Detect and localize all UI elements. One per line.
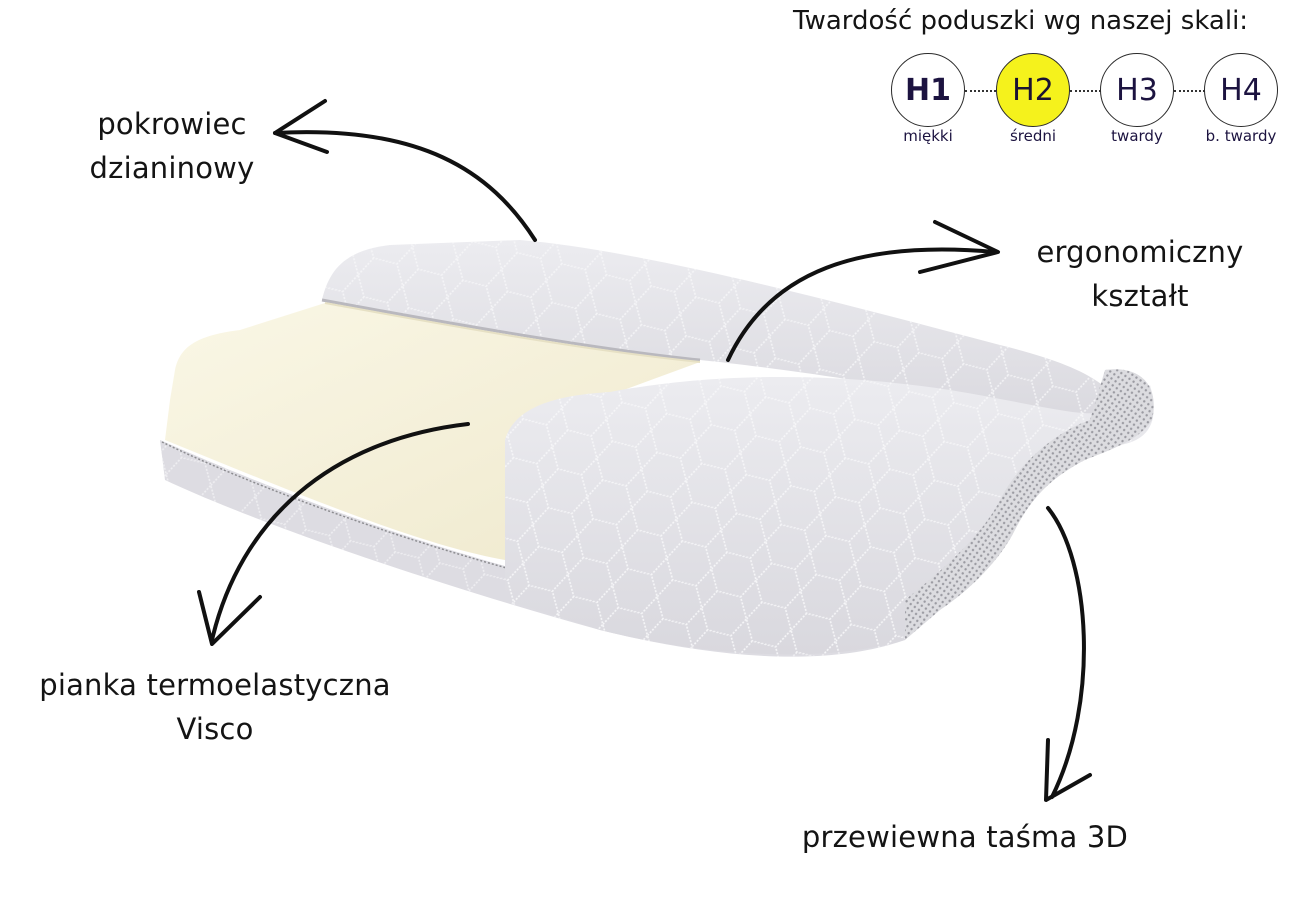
label-foam-line1: pianka termoelastyczna [39,668,391,702]
firmness-h1: H1 [891,53,965,127]
firmness-h4-label: b. twardy [1205,127,1277,145]
scale-connector [1174,90,1205,92]
firmness-scale-title: Twardość poduszki wg naszej skali: [793,6,1249,36]
pillow-front-cover [505,377,1154,655]
label-mesh: przewiewna taśma 3D [770,815,1160,859]
scale-connector [1070,90,1101,92]
label-shape: ergonomiczny kształt [1010,230,1270,318]
firmness-h4: H4 [1204,53,1278,127]
label-shape-line2: kształt [1091,279,1189,313]
firmness-h3-label: twardy [1111,127,1163,145]
label-foam-line2: Visco [176,712,254,746]
label-foam: pianka termoelastyczna Visco [10,663,420,751]
arrow-mesh [1046,506,1086,799]
label-shape-line1: ergonomiczny [1036,235,1244,269]
pillow-back-roll [321,240,1115,430]
arrow-foam [210,422,470,642]
firmness-h2-active: H2 [996,53,1070,127]
label-cover-line2: dzianinowy [89,151,255,185]
label-mesh-line1: przewiewna taśma 3D [801,820,1129,854]
firmness-h3: H3 [1100,53,1174,127]
label-cover-line1: pokrowiec [97,107,247,141]
arrow-cover [273,130,537,242]
arrow-shape [726,247,997,362]
label-cover: pokrowiec dzianinowy [62,102,282,190]
firmness-h1-label: miękki [903,127,953,145]
scale-connector [965,90,996,92]
pillow-3d-mesh-side [905,369,1154,640]
firmness-h2-label: średni [1009,127,1057,145]
